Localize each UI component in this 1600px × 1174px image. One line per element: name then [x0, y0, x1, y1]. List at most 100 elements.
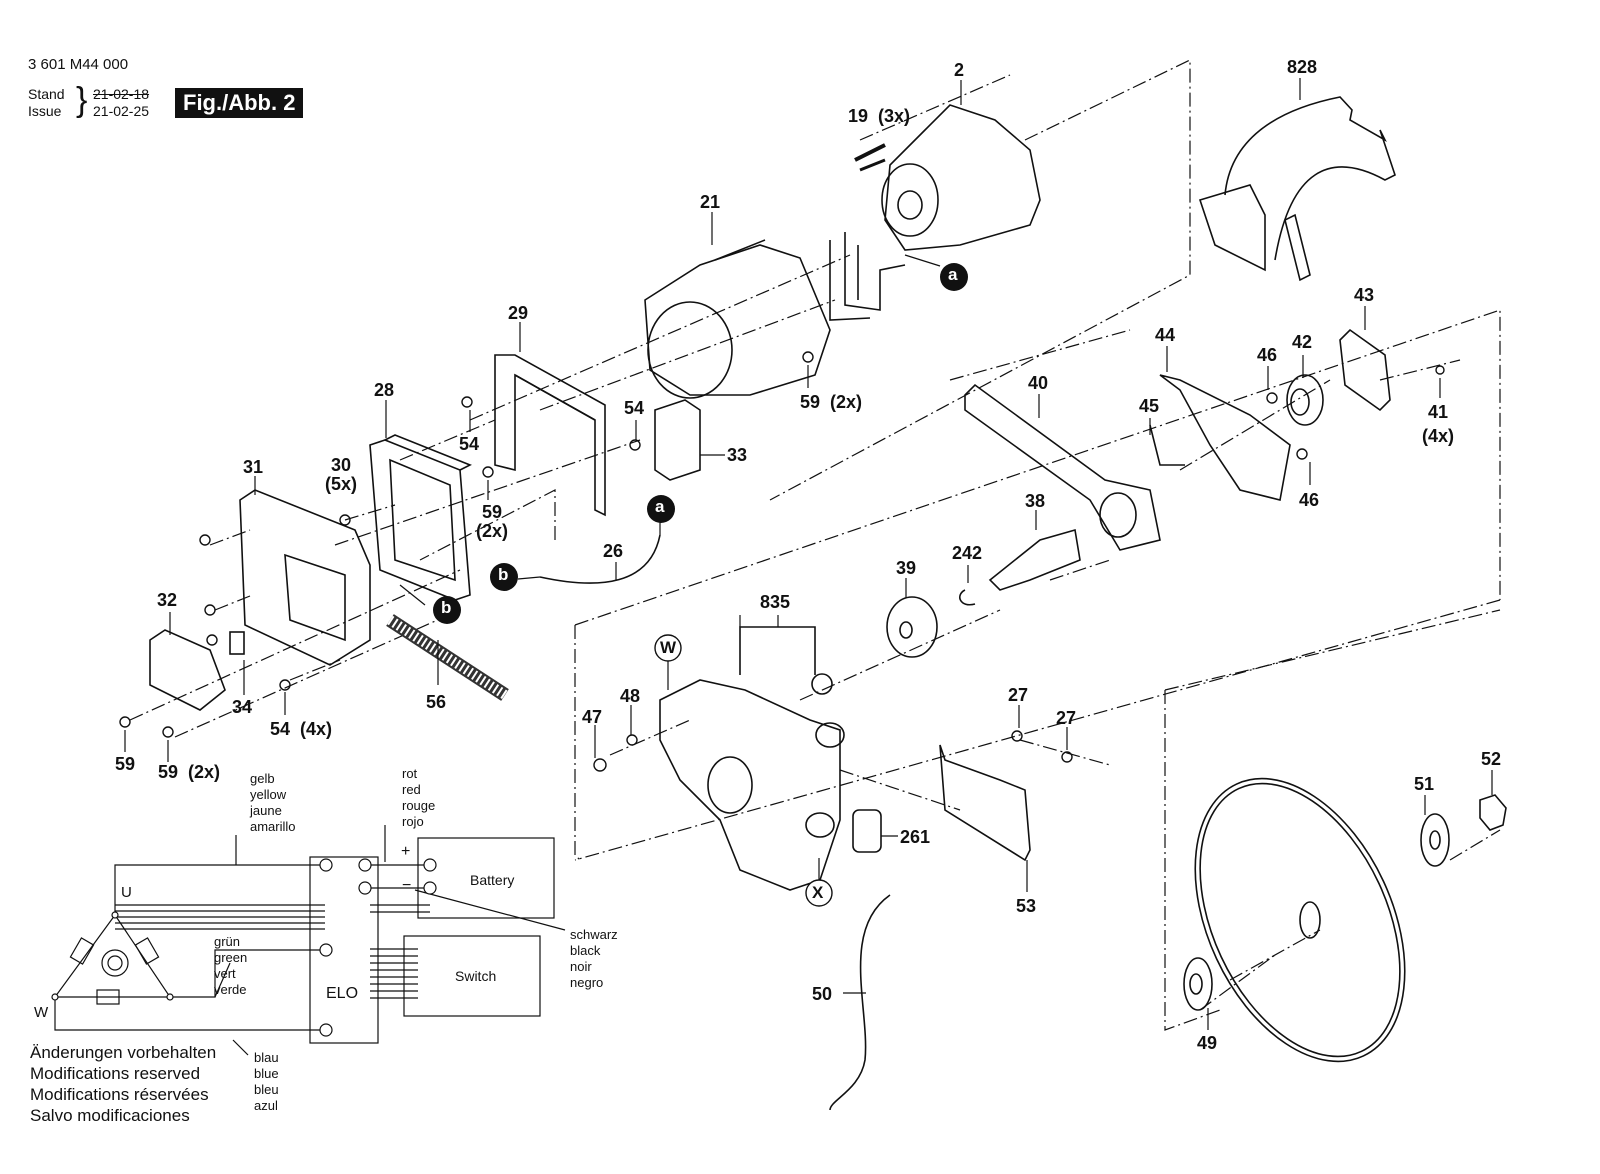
part-bracket	[494, 354, 606, 517]
wire-label-black: schwarz black noir negro	[570, 927, 618, 991]
callout-26: 26	[603, 541, 624, 561]
part-flange-51	[1420, 813, 1450, 867]
callout-27: 27	[1008, 685, 1029, 705]
wire-text: azul	[254, 1098, 278, 1113]
part-arm-40	[964, 383, 1161, 551]
connector-w-label: W	[660, 638, 677, 657]
part-gearbox	[659, 679, 845, 891]
wire-text: rouge	[402, 798, 436, 813]
callout-40: 40	[1028, 373, 1049, 393]
wire-text: black	[570, 943, 601, 958]
callout-27: 27	[1056, 708, 1077, 728]
callout-30: 30 (5x)	[325, 455, 358, 494]
callout-54: 54	[624, 398, 645, 418]
part-hose-56	[386, 614, 509, 701]
callout-59: 59 (2x)	[476, 502, 509, 541]
connector-b-label: b	[441, 598, 452, 617]
callout-43: 43	[1354, 285, 1375, 305]
callout-51: 51	[1414, 774, 1435, 794]
connector-b-wire	[490, 563, 518, 591]
plus-sign: +	[401, 843, 411, 860]
callout-46: 46	[1299, 490, 1320, 510]
switch-box	[403, 935, 541, 1017]
wire-text: vert	[214, 966, 236, 981]
battery-label: Battery	[470, 872, 515, 888]
callout-33: 33	[727, 445, 748, 465]
connector-markers	[433, 263, 968, 907]
part-guard-53	[939, 744, 1031, 862]
minus-sign: −	[402, 877, 412, 894]
callout-38: 38	[1025, 491, 1046, 511]
notice-line: Änderungen vorbehalten	[30, 1043, 217, 1062]
wire-text: gelb	[250, 771, 275, 786]
part-plate-43	[1339, 328, 1391, 412]
screw-icons	[119, 143, 1445, 772]
callout-59: 59 (2x)	[800, 392, 863, 412]
leader-lines	[124, 78, 1493, 1030]
connector-a-label: a	[948, 265, 958, 284]
connector-x	[805, 879, 833, 907]
wire-text: blau	[254, 1050, 279, 1065]
part-cover-32	[149, 629, 226, 711]
issue-label: Issue	[28, 103, 62, 119]
part-flange-49	[1183, 957, 1213, 1011]
callout-59: 59 (2x)	[158, 762, 221, 782]
elo-label: ELO	[326, 985, 359, 1002]
part-shaft-38	[988, 528, 1081, 591]
switch-label: Switch	[455, 968, 497, 984]
wire-text: schwarz	[570, 927, 618, 942]
callout-828: 828	[1287, 57, 1318, 77]
wire-label-blue: blau blue bleu azul	[254, 1050, 279, 1114]
wire-text: green	[214, 950, 248, 965]
wire-text: grün	[214, 934, 241, 949]
part-motor-housing	[829, 104, 1041, 321]
callout-49: 49	[1197, 1033, 1218, 1053]
part-saw-blade	[1194, 777, 1406, 1063]
callout-45: 45	[1139, 396, 1160, 416]
connector-x-label: X	[812, 883, 824, 902]
wire-text: yellow	[250, 787, 287, 802]
wire-text: verde	[214, 982, 247, 997]
wire-text: blue	[254, 1066, 279, 1081]
callout-48: 48	[620, 686, 641, 706]
callout-53: 53	[1016, 896, 1037, 916]
wire-text: noir	[570, 959, 592, 974]
modifications-notice: Änderungen vorbehalten Modifications res…	[30, 1042, 216, 1126]
part-33	[654, 399, 701, 481]
bracket-835	[739, 626, 816, 675]
part-34	[229, 631, 245, 655]
notice-line: Salvo modificaciones	[30, 1106, 190, 1125]
new-date: 21-02-25	[93, 103, 150, 119]
connector-a-top	[940, 263, 968, 291]
stand-label: Stand	[28, 86, 65, 102]
part-gear-39	[886, 596, 938, 658]
part-wire-50	[829, 894, 891, 1111]
wire-text: negro	[570, 975, 604, 990]
wire-label-green: grün green vert verde	[214, 934, 247, 998]
part-circlip-242	[959, 589, 976, 606]
connector-b-module	[433, 596, 461, 624]
callout-52: 52	[1481, 749, 1502, 769]
callout-21: 21	[700, 192, 721, 212]
callout-42: 42	[1292, 332, 1313, 352]
callout-44: 44	[1155, 325, 1176, 345]
callout-59: 59	[115, 754, 136, 774]
assembly-frame-lines	[129, 59, 1501, 1031]
part-nut-52	[1479, 794, 1507, 831]
callout-2: 2	[954, 60, 965, 80]
wire-label-yellow: gelb yellow jaune amarillo	[250, 771, 296, 835]
part-spring-45	[1149, 424, 1185, 466]
part-stator	[644, 239, 831, 399]
wire-text: rojo	[402, 814, 424, 829]
battery-box	[417, 837, 555, 919]
callout-28: 28	[374, 380, 395, 400]
connector-a-label: a	[655, 497, 665, 516]
notice-line: Modifications reserved	[30, 1064, 201, 1083]
callout-32: 32	[157, 590, 178, 610]
wire-text: bleu	[254, 1082, 279, 1097]
callout-242: 242	[952, 543, 983, 563]
connector-b-label: b	[498, 565, 509, 584]
wire-text: amarillo	[250, 819, 296, 834]
terminal-u: U	[121, 884, 132, 901]
